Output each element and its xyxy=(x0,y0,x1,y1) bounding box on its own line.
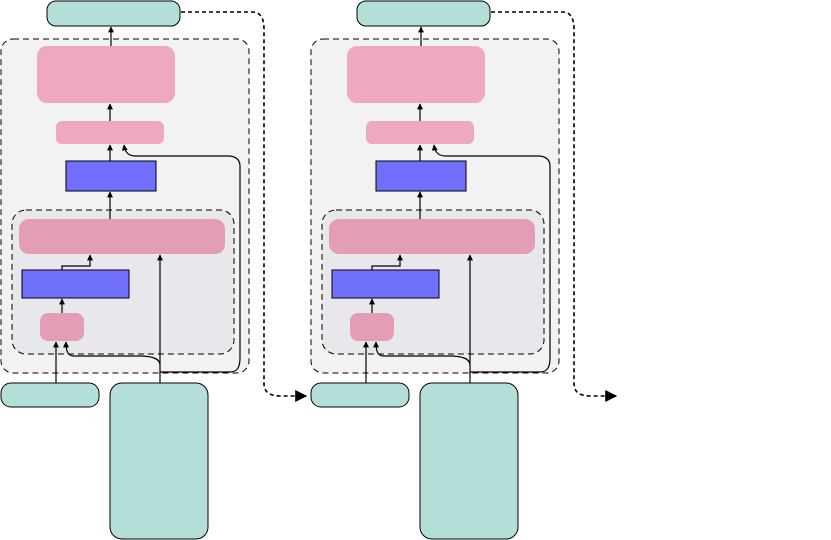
dashed-flow-arrow xyxy=(181,11,308,402)
arrow-blue-to-wide xyxy=(371,254,403,270)
module-1 xyxy=(0,0,308,540)
arrow-input-to-tiny-branch xyxy=(373,341,471,366)
small-input-block xyxy=(0,382,100,408)
wide-pink-block xyxy=(329,219,535,254)
small-pink-block xyxy=(56,121,164,144)
large-pink-block xyxy=(347,46,485,103)
lower-blue-block xyxy=(21,269,130,299)
dashed-flow-arrow xyxy=(491,11,618,402)
tiny-pink-block xyxy=(40,313,84,341)
module-2 xyxy=(310,0,618,540)
small-input-block xyxy=(310,382,410,408)
large-pink-block xyxy=(37,46,175,103)
arrow-input-to-tiny-branch xyxy=(63,341,161,366)
wide-pink-block xyxy=(19,219,225,254)
upper-blue-block xyxy=(375,160,467,192)
tiny-pink-block xyxy=(350,313,394,341)
arrow-skip-connection xyxy=(431,144,551,373)
lower-blue-block xyxy=(331,269,440,299)
upper-blue-block xyxy=(65,160,157,192)
output-block xyxy=(356,0,491,27)
output-block xyxy=(46,0,181,27)
large-input-block xyxy=(109,382,209,540)
arrow-skip-connection xyxy=(121,144,241,373)
modules-root xyxy=(0,0,618,540)
arrow-blue-to-wide xyxy=(61,254,93,270)
small-pink-block xyxy=(366,121,474,144)
large-input-block xyxy=(419,382,519,540)
